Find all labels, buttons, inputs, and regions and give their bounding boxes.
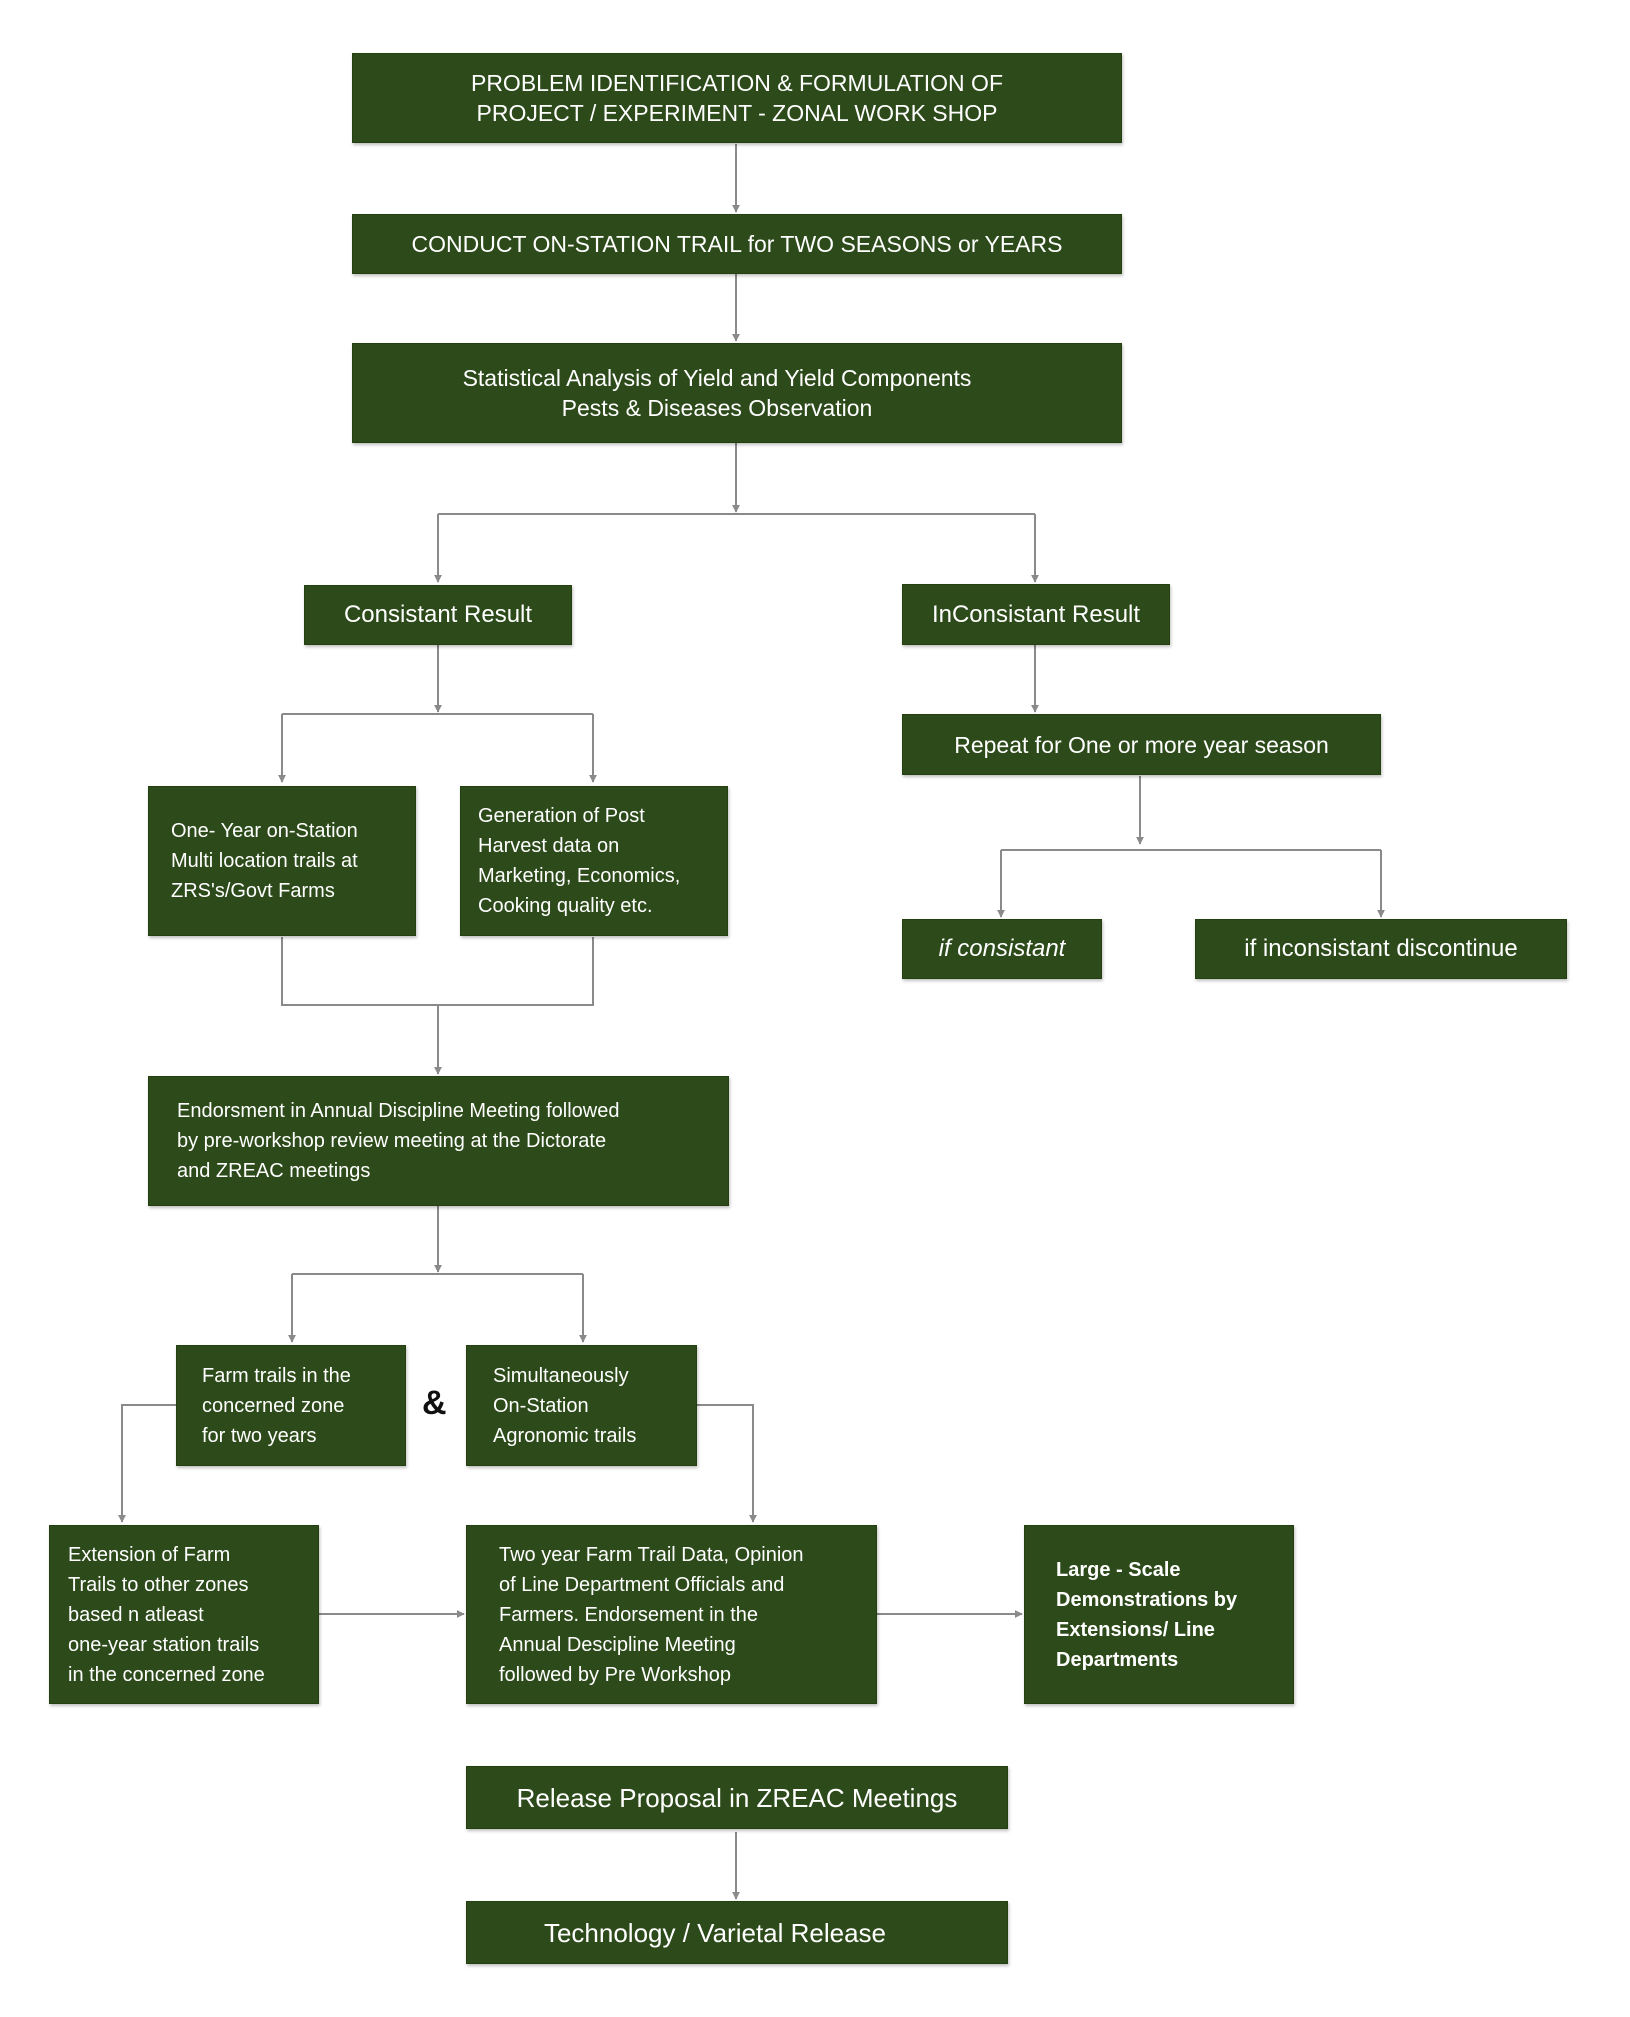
node-text-line: PROJECT / EXPERIMENT - ZONAL WORK SHOP bbox=[476, 100, 998, 126]
node-text-line: one-year station trails bbox=[68, 1633, 260, 1656]
node-text-line: Repeat for One or more year season bbox=[954, 731, 1329, 758]
node-text-line: by pre-workshop review meeting at the Di… bbox=[177, 1130, 607, 1152]
node-text-line: Harvest data on bbox=[478, 835, 620, 857]
repeat-season-box: Repeat for One or more year season bbox=[902, 714, 1381, 775]
node-text-line: Pests & Diseases Observation bbox=[561, 395, 873, 421]
inconsistant-result-box: InConsistant Result bbox=[902, 584, 1170, 645]
if-consistant-box: if consistant bbox=[902, 919, 1102, 979]
problem-identification-box: PROBLEM IDENTIFICATION & FORMULATION OF P… bbox=[352, 53, 1122, 143]
node-text-line: Cooking quality etc. bbox=[478, 895, 653, 917]
node-text-line: Extension of Farm bbox=[68, 1543, 231, 1566]
node-text-line: Annual Descipline Meeting bbox=[499, 1633, 736, 1656]
node-text-line: for two years bbox=[202, 1424, 317, 1447]
node-text-line: Trails to other zones bbox=[68, 1573, 249, 1596]
node-text-line: Release Proposal in ZREAC Meetings bbox=[516, 1782, 958, 1813]
node-text-line: Demonstrations by bbox=[1056, 1588, 1238, 1611]
node-text-line: Generation of Post bbox=[478, 805, 645, 827]
varietal-release-box: Technology / Varietal Release bbox=[466, 1901, 1008, 1964]
ampersand-label: & bbox=[422, 1384, 447, 1422]
node-text-line: followed by Pre Workshop bbox=[499, 1663, 731, 1686]
node-text-line: Endorsment in Annual Discipline Meeting … bbox=[177, 1100, 620, 1122]
two-year-data-box: Two year Farm Trail Data, Opinion of Line… bbox=[466, 1525, 877, 1704]
consistant-result-box: Consistant Result bbox=[304, 585, 572, 645]
line-join-to-endorsement bbox=[281, 937, 594, 1006]
if-inconsistant-box: if inconsistant discontinue bbox=[1195, 919, 1567, 979]
node-text-line: Two year Farm Trail Data, Opinion bbox=[499, 1543, 804, 1566]
node-text-line: if consistant bbox=[938, 935, 1066, 962]
node-text-line: Departments bbox=[1056, 1648, 1179, 1671]
node-text-line: Multi location trails at bbox=[171, 850, 358, 872]
node-text-line: Farmers. Endorsement in the bbox=[499, 1603, 758, 1626]
on-station-trail-box: CONDUCT ON-STATION TRAIL for TWO SEASONS… bbox=[352, 214, 1122, 274]
node-text-line: One- Year on-Station bbox=[171, 820, 358, 842]
node-text-line: and ZREAC meetings bbox=[177, 1160, 371, 1182]
arrow-simultaneous-to-data bbox=[697, 1404, 757, 1523]
node-text-line: Agronomic trails bbox=[493, 1424, 637, 1447]
node-text-line: InConsistant Result bbox=[931, 600, 1141, 628]
node-text-line: Marketing, Economics, bbox=[478, 865, 681, 887]
node-text-line: Statistical Analysis of Yield and Yield … bbox=[462, 365, 972, 391]
node-text-line: in the concerned zone bbox=[68, 1663, 265, 1686]
node-text-line: Extensions/ Line bbox=[1056, 1618, 1215, 1641]
node-text-line: Farm trails in the bbox=[202, 1364, 351, 1387]
node-text-line: if inconsistant discontinue bbox=[1244, 935, 1518, 962]
node-text-line: PROBLEM IDENTIFICATION & FORMULATION OF bbox=[470, 70, 1003, 96]
arrow-farm-to-extension bbox=[118, 1404, 176, 1523]
node-text-line: On-Station bbox=[493, 1394, 589, 1417]
node-text-line: based n atleast bbox=[68, 1603, 204, 1626]
node-text-line: Large - Scale bbox=[1056, 1558, 1181, 1581]
release-proposal-box: Release Proposal in ZREAC Meetings bbox=[466, 1766, 1008, 1829]
node-text-line: ZRS's/Govt Farms bbox=[171, 880, 335, 902]
node-text-line: of Line Department Officials and bbox=[499, 1573, 785, 1596]
node-text-line: Consistant Result bbox=[343, 601, 533, 628]
farm-trails-box: Farm trails in the concerned zone for two … bbox=[176, 1345, 406, 1466]
node-text-line: concerned zone bbox=[202, 1394, 345, 1417]
node-text-line: Simultaneously bbox=[493, 1364, 629, 1387]
statistical-analysis-box: Statistical Analysis of Yield and Yield … bbox=[352, 343, 1122, 443]
endorsement-box: Endorsment in Annual Discipline Meeting … bbox=[148, 1076, 729, 1206]
node-text-line: CONDUCT ON-STATION TRAIL for TWO SEASONS… bbox=[411, 231, 1063, 257]
node-text-line: Technology / Varietal Release bbox=[543, 1917, 887, 1948]
